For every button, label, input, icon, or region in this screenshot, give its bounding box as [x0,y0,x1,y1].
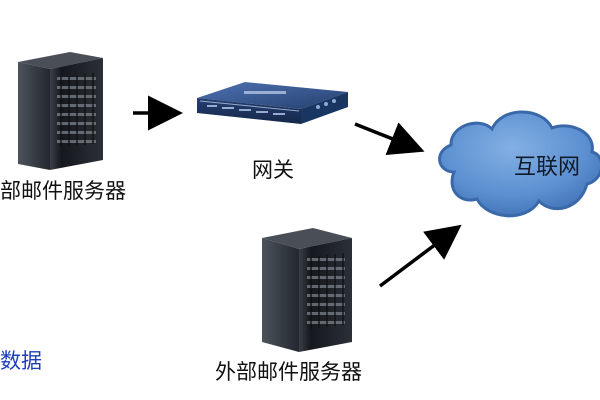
internal-server-icon [18,52,103,170]
internal-server-label: 部邮件服务器 [0,179,126,203]
external-to-internet-arrow [378,224,462,288]
cloud-icon [438,110,600,218]
external-server-label: 外部邮件服务器 [215,360,362,384]
data-label: 数据 [0,349,42,373]
gateway-to-internet-arrow [354,122,425,155]
internet-label: 互联网 [514,155,581,180]
gateway-label: 网关 [252,158,294,182]
external-server-icon [262,228,352,352]
network-gateway-icon [197,82,348,124]
